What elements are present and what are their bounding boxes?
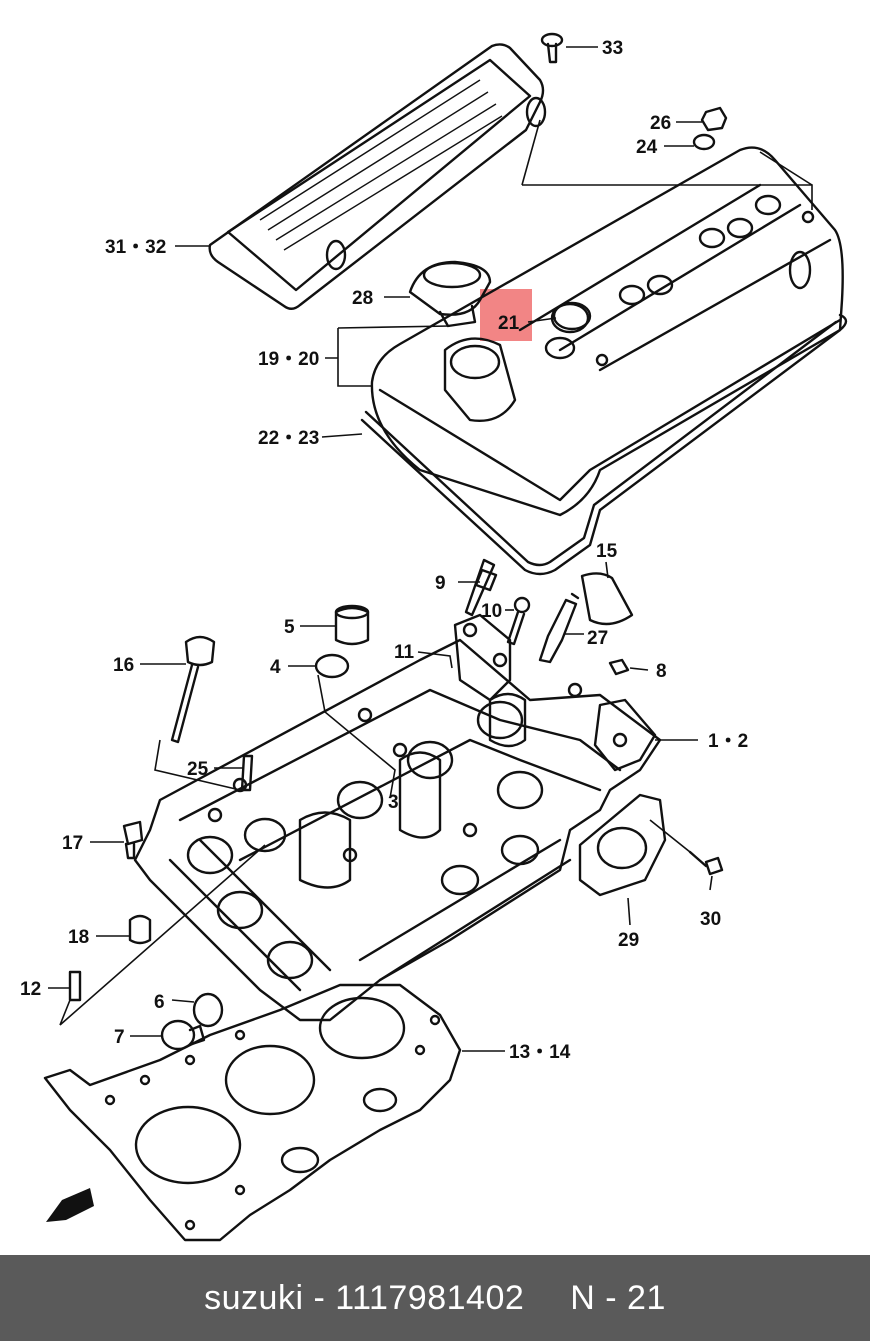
label-9: 9 — [435, 573, 446, 594]
plug-8 — [608, 658, 630, 676]
label-29: 29 — [618, 930, 639, 951]
bolt-33 — [540, 32, 564, 64]
label-24: 24 — [636, 137, 658, 158]
footer-bar: suzuki - 1117981402 N - 21 — [0, 1255, 870, 1341]
valve-cover — [370, 146, 844, 517]
washer-6 — [192, 992, 224, 1028]
label-12: 12 — [20, 979, 41, 1000]
label-26: 26 — [650, 113, 671, 134]
cap-nut-26 — [700, 106, 728, 132]
washer-24 — [692, 133, 716, 151]
label-4: 4 — [270, 657, 281, 678]
seal-4 — [314, 653, 350, 679]
valve-cover-gasket — [360, 313, 848, 576]
thermostat-cover-29 — [578, 793, 667, 897]
stud-9 — [464, 558, 498, 617]
bolt-17 — [122, 820, 144, 860]
o-ring-21 — [552, 301, 592, 331]
head-gasket — [43, 983, 462, 1242]
engine-parts-diagram: 33 26 24 31・32 28 21 19・20 22・23 15 9 10… — [20, 32, 848, 1242]
cylinder-head — [133, 638, 662, 1022]
guide-12 — [68, 970, 82, 1002]
oil-filler-cap — [408, 260, 492, 328]
footer-ref: N - 21 — [570, 1278, 666, 1317]
label-28: 28 — [352, 288, 373, 309]
stud-25 — [240, 754, 254, 792]
camshaft-bracket — [453, 613, 512, 702]
label-30: 30 — [700, 909, 721, 930]
plug-5 — [334, 604, 370, 646]
label-10: 10 — [481, 601, 502, 622]
label-8: 8 — [656, 661, 667, 682]
label-5: 5 — [284, 617, 295, 638]
label-18: 18 — [68, 927, 89, 948]
label-21: 21 — [498, 313, 520, 334]
label-11: 11 — [394, 642, 415, 663]
label-27: 27 — [587, 628, 608, 649]
label-31-32: 31・32 — [105, 237, 166, 258]
cylinder-head-cover — [208, 43, 547, 310]
bolt-30 — [688, 850, 724, 876]
bolt-16 — [170, 635, 216, 744]
plug-7 — [160, 1019, 206, 1051]
label-17: 17 — [62, 833, 83, 854]
front-arrow-icon — [46, 1188, 94, 1222]
label-15: 15 — [596, 541, 618, 562]
bushing-18 — [128, 914, 152, 945]
leader-lines — [48, 46, 813, 1052]
footer-brand-part: suzuki - 1117981402 — [204, 1278, 525, 1317]
cap-15 — [580, 572, 634, 626]
bolt-10 — [506, 596, 531, 646]
label-3: 3 — [388, 792, 399, 813]
highlight-box — [480, 289, 532, 341]
label-33: 33 — [602, 38, 623, 59]
label-25: 25 — [187, 759, 209, 780]
label-13-14: 13・14 — [509, 1042, 571, 1063]
label-6: 6 — [154, 992, 165, 1013]
spark-plug-27 — [538, 592, 580, 664]
label-1-2: 1・2 — [708, 731, 748, 752]
label-22-23: 22・23 — [258, 428, 319, 449]
label-7: 7 — [114, 1027, 125, 1048]
label-16: 16 — [113, 655, 134, 676]
label-19-20: 19・20 — [258, 349, 319, 370]
